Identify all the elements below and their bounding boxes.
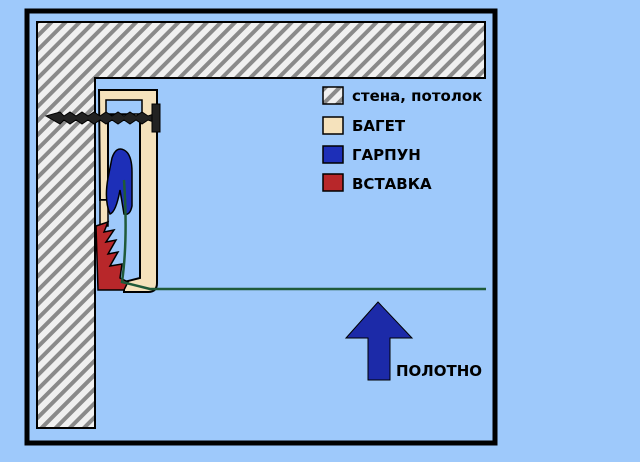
screw bbox=[44, 103, 161, 133]
legend-label-insert: ВСТАВКА bbox=[352, 175, 432, 193]
up-arrow-icon bbox=[344, 301, 414, 381]
legend-swatch-hatch bbox=[322, 86, 344, 105]
diagram-frame bbox=[24, 8, 498, 446]
legend-label-wall-ceiling: стена, потолок bbox=[352, 87, 482, 105]
insert-part bbox=[95, 220, 130, 291]
baguette-slot bbox=[105, 99, 143, 115]
legend: стена, потолок БАГЕТ ГАРПУН ВСТАВКА bbox=[322, 86, 482, 193]
legend-item-wall-ceiling: стена, потолок bbox=[322, 86, 482, 105]
legend-label-harpoon: ГАРПУН bbox=[352, 146, 421, 164]
legend-swatch-baguette bbox=[322, 116, 344, 135]
legend-label-baguette: БАГЕТ bbox=[352, 117, 406, 135]
legend-item-baguette: БАГЕТ bbox=[322, 116, 406, 135]
canvas-label: ПОЛОТНО bbox=[396, 362, 482, 380]
legend-swatch-insert bbox=[322, 173, 344, 192]
legend-item-harpoon: ГАРПУН bbox=[322, 145, 421, 164]
canvas-film bbox=[120, 179, 486, 291]
wall-ceiling bbox=[36, 21, 486, 429]
legend-item-insert: ВСТАВКА bbox=[322, 173, 432, 193]
legend-swatch-harpoon bbox=[322, 145, 344, 164]
